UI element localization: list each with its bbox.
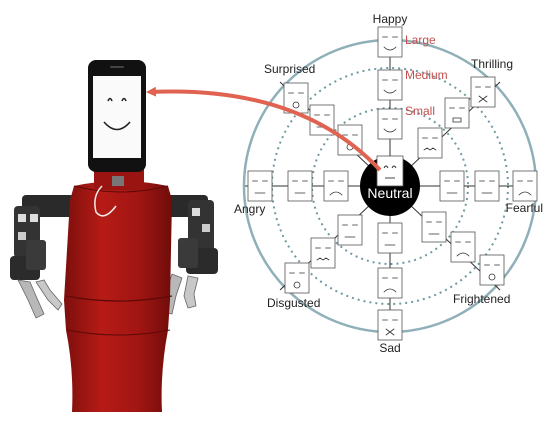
label-frightened: Frightened (453, 292, 510, 306)
face-card-sad-medium (377, 267, 403, 299)
face-card-angry-medium (287, 170, 313, 202)
label-angry: Angry (234, 202, 265, 216)
face-card-disgusted-medium (310, 237, 336, 269)
neutral-label: Neutral (367, 185, 412, 201)
neutral-center: Neutral (360, 155, 420, 216)
intensity-large: Large (405, 33, 436, 47)
face-card-fearful-medium (474, 170, 500, 202)
label-fearful: Fearful (506, 201, 543, 215)
intensity-medium: Medium (405, 68, 448, 82)
robot (10, 60, 218, 412)
face-card-happy-small (377, 108, 403, 140)
face-card-sad-large (377, 309, 403, 341)
face-card-fearful-small (439, 170, 465, 202)
left-arm (10, 195, 74, 319)
label-happy: Happy (373, 12, 408, 26)
face-card-frightened-large (479, 254, 505, 286)
label-sad: Sad (379, 341, 400, 355)
face-card-happy-medium (377, 69, 403, 101)
face-card-frightened-medium (450, 231, 476, 263)
face-card-angry-large (247, 170, 273, 202)
face-card-sad-small (377, 222, 403, 254)
face-card-thrilling-small (417, 127, 443, 159)
emotion-cards (247, 26, 538, 341)
label-disgusted: Disgusted (267, 296, 320, 310)
face-card-thrilling-large (470, 76, 496, 108)
curved-arrow-icon (146, 86, 382, 172)
face-card-thrilling-medium (444, 97, 470, 129)
face-card-disgusted-large (284, 262, 310, 294)
label-thrilling: Thrilling (471, 57, 513, 71)
face-card-happy-large (377, 26, 403, 58)
face-card-angry-small (323, 170, 349, 202)
face-card-frightened-small (421, 211, 447, 243)
robot-body (64, 181, 172, 412)
face-card-fearful-large (512, 170, 538, 202)
face-card-disgusted-small (337, 214, 363, 246)
label-surprised: Surprised (264, 62, 315, 76)
emotion-wheel: Neutral Happy Thrilling Fearful Frighten… (234, 12, 543, 355)
intensity-small: Small (405, 104, 435, 118)
phone-face (88, 60, 146, 172)
